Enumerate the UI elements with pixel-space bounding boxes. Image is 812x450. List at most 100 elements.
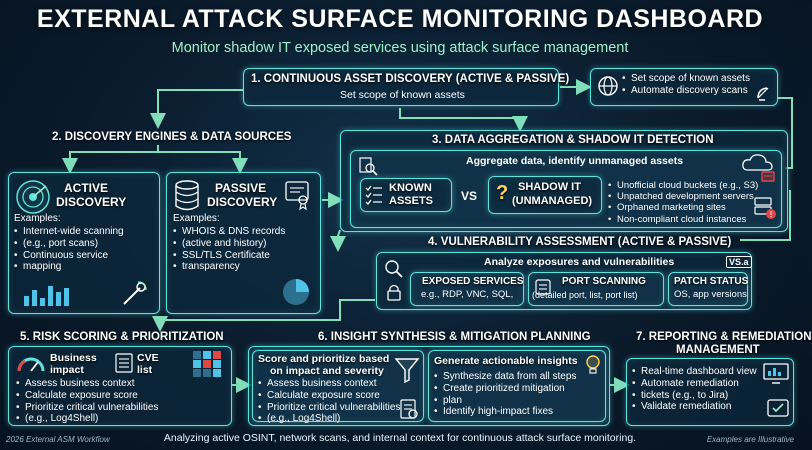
step5-list: Assess business context Calculate exposu… (16, 378, 158, 425)
loop-step4 (740, 190, 791, 241)
step5-title: 5. RISK SCORING & PRIORITIZATION (20, 331, 224, 343)
list-item: Identify high-impact fixes (434, 406, 576, 418)
list-item: Assess business context (258, 378, 400, 390)
patch-status-sub: OS, app versions (674, 289, 747, 300)
business-impact-line2: impact (50, 364, 84, 376)
port-scanning-sub: (detailed port, list, port list) (532, 290, 638, 300)
footer-right: Examples are Illustrative (706, 435, 794, 444)
footer-center: Analyzing active OSINT, network scans, a… (163, 432, 637, 444)
list-item: Set scope of known assets (622, 73, 750, 85)
arrow-step1-to-step3 (399, 108, 528, 132)
warning-server-icon: ! (754, 197, 776, 219)
list-item: Prioritize critical vulnerabilities (258, 402, 400, 414)
step6-left-title-line1: Score and prioritize based (258, 353, 390, 365)
shadow-it-line1: SHADOW IT (518, 181, 581, 193)
vs-label: VS (461, 189, 478, 203)
patch-status-title: PATCH STATUS (674, 276, 749, 287)
known-assets-line2: ASSETS (389, 195, 434, 207)
list-item: (e.g., port scans) (14, 238, 124, 250)
passive-examples-label: Examples: (173, 213, 220, 224)
page-subtitle: Monitor shadow IT exposed services using… (171, 40, 629, 56)
list-item: Internet-wide scanning (14, 226, 124, 238)
shadow-it-line2: (UNMANAGED) (512, 195, 593, 207)
arrow-step2-to-active (62, 145, 159, 174)
step7-list: Real-time dashboard view Automate remedi… (632, 366, 757, 413)
step2-title: 2. DISCOVERY ENGINES & DATA SOURCES (52, 131, 292, 143)
database-icon (175, 180, 199, 211)
list-item: plan (434, 395, 576, 407)
list-item: Synthesize data from all steps (434, 371, 576, 383)
step7-title-line2: MANAGEMENT (676, 344, 760, 356)
business-impact-line1: Business (50, 352, 97, 364)
list-item: (active and history) (173, 238, 285, 250)
search-lock-icon (385, 260, 403, 278)
search-document-icon (359, 157, 378, 176)
footer-left: 2026 External ASM Workflow (6, 435, 110, 444)
satellite-dish-icon (757, 87, 769, 101)
list-item: tickets (e.g., to Jira) (632, 390, 757, 402)
step6-title: 6. INSIGHT SYNTHESIS & MITIGATION PLANNI… (318, 331, 591, 343)
report-icon (400, 399, 418, 419)
passive-title-line2: DISCOVERY (207, 195, 278, 209)
page-title: EXTERNAL ATTACK SURFACE MONITORING DASHB… (36, 5, 764, 33)
arrow-step2-to-passive (158, 151, 248, 174)
list-item: Assess business context (16, 378, 158, 390)
list-item: SSL/TLS Certificate (173, 250, 285, 262)
cve-list-line1: CVE (137, 352, 159, 364)
globe-icon (598, 76, 618, 96)
passive-title-line1: PASSIVE (215, 181, 267, 195)
shadow-it-box (488, 176, 602, 214)
certificate-icon (285, 181, 309, 211)
patch-status-box (668, 272, 748, 306)
step1-box (243, 68, 559, 106)
step1-title: 1. CONTINUOUS ASSET DISCOVERY (ACTIVE & … (251, 73, 570, 85)
gauge-icon (17, 357, 45, 372)
list-item: mapping (14, 261, 124, 273)
step4-badge: VS.a (726, 256, 752, 269)
step4-subtitle: Analyze exposures and vulnerabilities (484, 256, 675, 268)
list-item: Calculate exposure score (16, 390, 158, 402)
checklist-icon (365, 185, 382, 205)
list-item: Non-compliant cloud instances (608, 214, 758, 225)
port-scanning-box (528, 272, 664, 306)
active-title-line1: ACTIVE (64, 181, 109, 195)
lightbulb-icon (586, 355, 600, 374)
step3-subtitle: Aggregate data, identify unmanaged asset… (466, 155, 684, 167)
port-scan-icon (535, 279, 551, 295)
heatmap-grid-icon (193, 351, 221, 377)
known-assets-line1: KNOWN (389, 182, 432, 194)
list-icon (115, 353, 133, 373)
list-item: Automate remediation (632, 378, 757, 390)
cve-list-line2: list (137, 364, 153, 376)
list-item: WHOIS & DNS records (173, 226, 285, 238)
arrow-step1-to-step2 (150, 89, 243, 129)
exposed-services-title: EXPOSED SERVICES (422, 276, 524, 287)
bar-chart-icon (24, 286, 69, 306)
active-examples-label: Examples: (14, 213, 61, 224)
step7-title-line1: 7. REPORTING & REMEDIATION (636, 331, 812, 343)
ticket-icon (767, 399, 789, 417)
list-item: Calculate exposure score (258, 390, 400, 402)
probe-antenna-icon (123, 281, 147, 305)
arrow-step4-to-step5 (152, 299, 375, 332)
port-scanning-title: PORT SCANNING (562, 276, 646, 287)
step6-right-title: Generate actionable insights (434, 355, 578, 367)
lock-icon (387, 284, 401, 301)
step4-title: 4. VULNERABILITY ASSESSMENT (ACTIVE & PA… (428, 236, 732, 248)
shadow-it-examples: Unofficial cloud buckets (e.g., S3) Unpa… (608, 180, 758, 225)
list-item: Unpatched development servers (608, 191, 758, 202)
list-item: Continuous service (14, 250, 124, 262)
loop-right (778, 97, 793, 169)
svg-text:!: ! (769, 210, 772, 219)
list-item: Prioritize critical vulnerabilities (16, 402, 158, 414)
list-item: (e.g., Log4Shell) (16, 413, 158, 425)
list-item: Validate remediation (632, 401, 757, 413)
list-item: transparency (173, 261, 285, 273)
step1-subtitle: Set scope of known assets (340, 89, 465, 101)
step6-left-title-line2: on impact and severity (270, 365, 384, 377)
exposed-services-sub: e.g., RDP, VNC, SQL, (421, 289, 514, 300)
list-item: Unofficial cloud buckets (e.g., S3) (608, 180, 758, 191)
step1-scope-list: Set scope of known assets Automate disco… (622, 73, 750, 97)
step3-title: 3. DATA AGGREGATION & SHADOW IT DETECTIO… (432, 134, 714, 146)
